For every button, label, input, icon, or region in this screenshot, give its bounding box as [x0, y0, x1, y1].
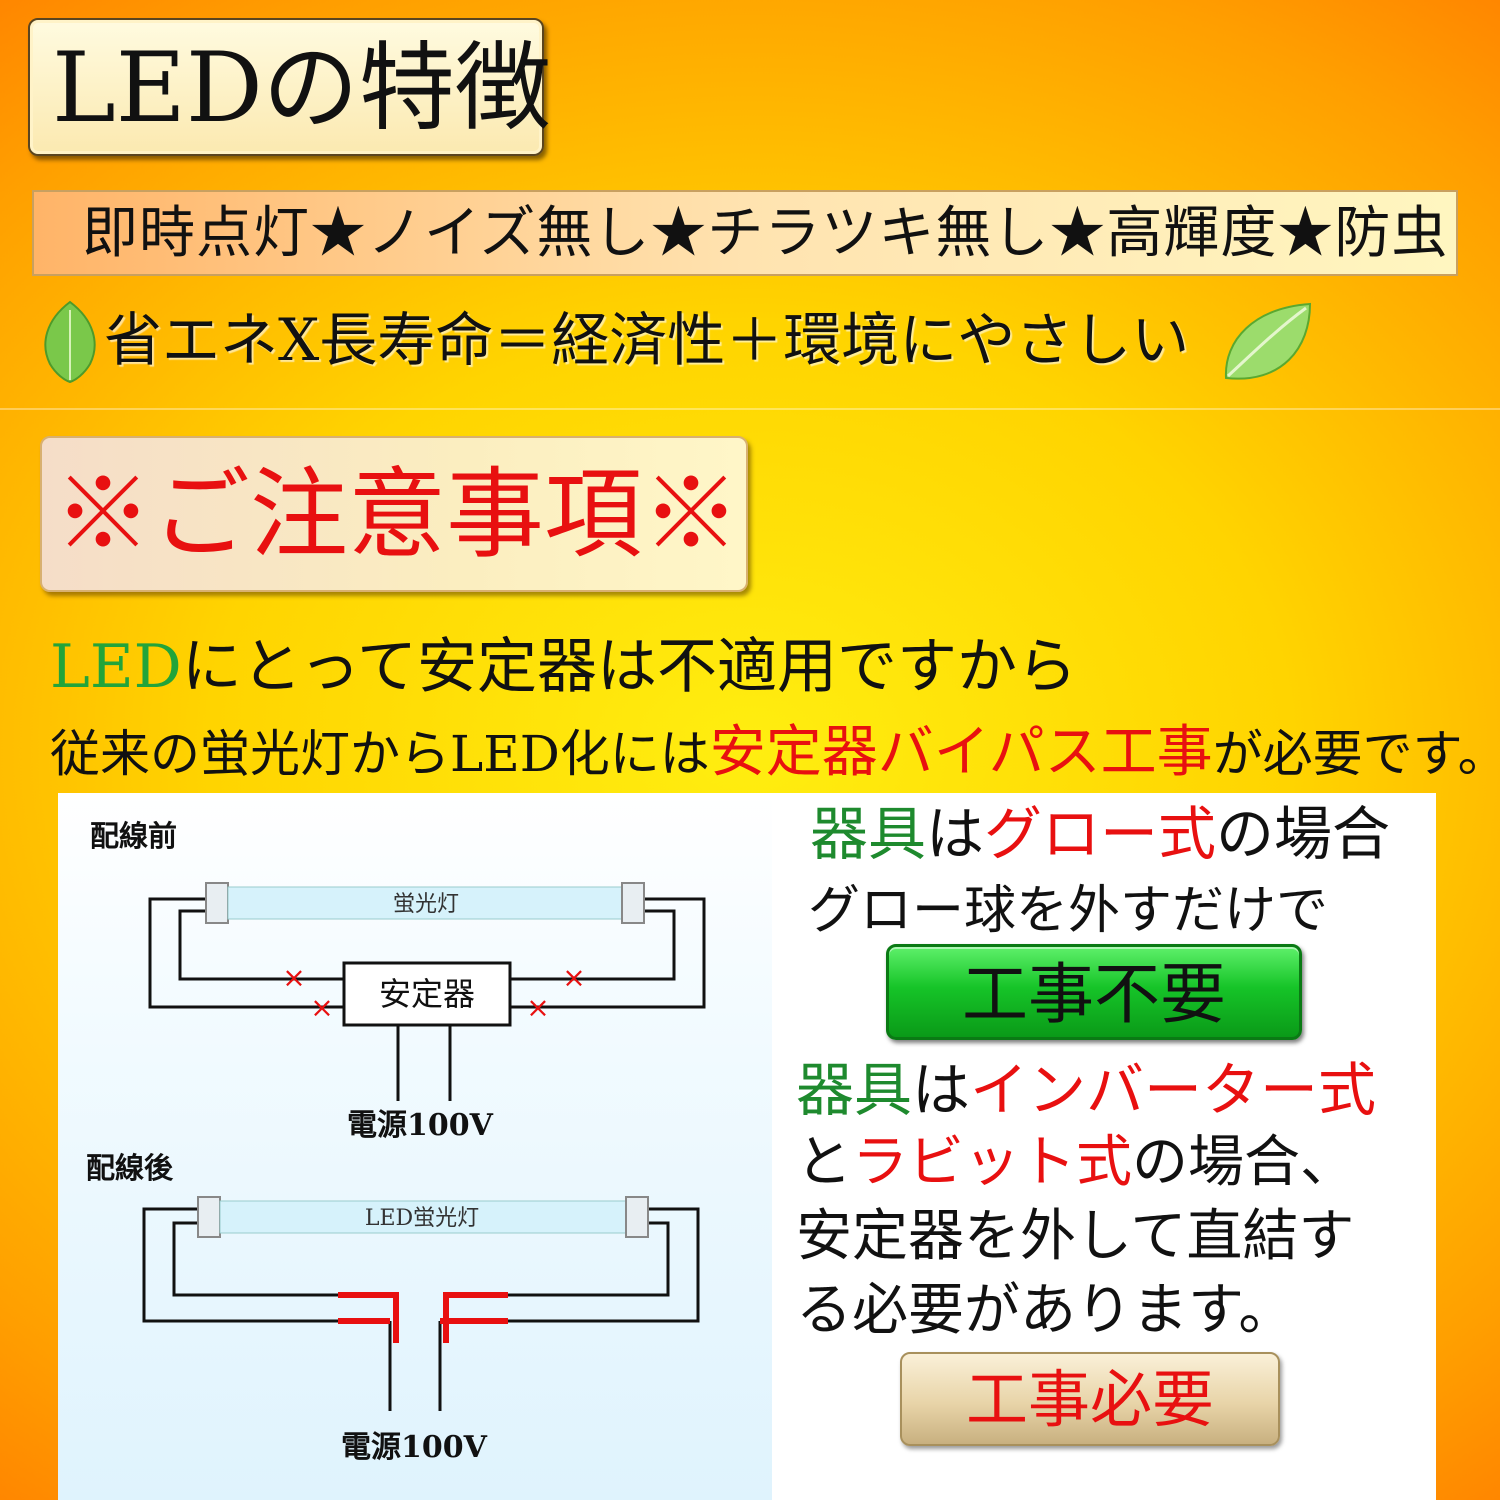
work-needed-badge: 工事必要 — [900, 1352, 1280, 1446]
glow-heading-b: は — [926, 800, 985, 868]
glow-instruction: グロー球を外すだけで — [808, 881, 1329, 941]
fluorescent-tube-before — [205, 882, 645, 924]
bypass-note-c: が必要です。 — [1212, 725, 1500, 783]
wiring-diagram: 蛍光灯 安定器 × × × × 電源100V LE — [142, 882, 706, 1465]
glow-heading-a: 器具 — [810, 800, 927, 868]
cut-mark-4: × — [526, 991, 549, 1024]
glow-heading: 器具はグロー式の場合 — [810, 798, 1390, 870]
inverter-heading-a: 器具 — [796, 1056, 913, 1124]
rabbit-line-f: の場合、 — [1132, 1130, 1356, 1195]
inverter-heading-b: は — [912, 1056, 971, 1124]
features-text: 即時点灯★ノイズ無し★チラツキ無し★高輝度★防虫 — [82, 201, 1449, 266]
cut-mark-3: × — [562, 961, 585, 994]
rabbit-line-e: ラビット式 — [852, 1130, 1132, 1195]
rabbit-line: とラビット式の場合、 — [796, 1128, 1356, 1198]
bypass-note-b: 安定器バイパス工事 — [709, 720, 1213, 785]
leaf-left-icon — [44, 300, 96, 384]
glow-heading-d: の場合 — [1216, 800, 1391, 868]
ballast-box — [342, 961, 512, 1027]
no-work-needed-label: 工事不要 — [962, 956, 1226, 1033]
before-diagram — [148, 897, 706, 1101]
rabbit-line-d: と — [796, 1130, 852, 1195]
wiring-diagram-panel: 配線前 配線後 蛍光灯 安定器 × × × × 電源100V — [58, 793, 772, 1500]
before-label: 配線前 — [90, 819, 178, 853]
inverter-instruction-2: る必要があります。 — [796, 1278, 1295, 1343]
power-label-before: 電源100V — [347, 1108, 494, 1143]
eco-slogan: 省エネX長寿命＝経済性＋環境にやさしい — [104, 306, 1190, 374]
tube-label-after: LED蛍光灯 — [365, 1206, 479, 1231]
led-tube-after — [197, 1196, 649, 1238]
features-banner: 即時点灯★ノイズ無し★チラツキ無し★高輝度★防虫 — [32, 190, 1458, 276]
leaf-right-icon — [1224, 302, 1312, 380]
inverter-heading: 器具はインバーター式 — [796, 1054, 1376, 1126]
bypass-note-line: 従来の蛍光灯からLED化には安定器バイパス工事が必要です。 — [50, 720, 1500, 787]
work-needed-label: 工事必要 — [965, 1363, 1214, 1436]
section-divider — [0, 408, 1500, 410]
inverter-heading-c: インバーター式 — [970, 1056, 1377, 1124]
caution-box: ※ご注意事項※ — [40, 436, 748, 592]
inverter-instruction-1: 安定器を外して直結す — [796, 1204, 1355, 1269]
power-label-after: 電源100V — [341, 1430, 488, 1465]
after-label: 配線後 — [86, 1151, 174, 1185]
tube-label-before: 蛍光灯 — [393, 892, 459, 917]
cut-mark-2: × — [310, 991, 333, 1024]
led-word: LED — [50, 632, 182, 702]
ballast-label: 安定器 — [379, 975, 475, 1013]
bypass-connections — [338, 1292, 508, 1343]
led-note-line: LEDにとって安定器は不適用ですから — [50, 630, 1077, 704]
after-diagram — [142, 1207, 700, 1411]
glow-heading-c: グロー式 — [984, 800, 1217, 868]
caution-heading: ※ご注意事項※ — [54, 458, 741, 572]
no-work-needed-badge: 工事不要 — [886, 944, 1302, 1040]
led-note-rest: にとって安定器は不適用ですから — [181, 632, 1077, 702]
title-box: LEDの特徴 — [28, 18, 551, 156]
page-title: LEDの特徴 — [52, 32, 551, 144]
bypass-note-a: 従来の蛍光灯からLED化には — [50, 725, 710, 783]
cut-mark-1: × — [282, 961, 305, 994]
